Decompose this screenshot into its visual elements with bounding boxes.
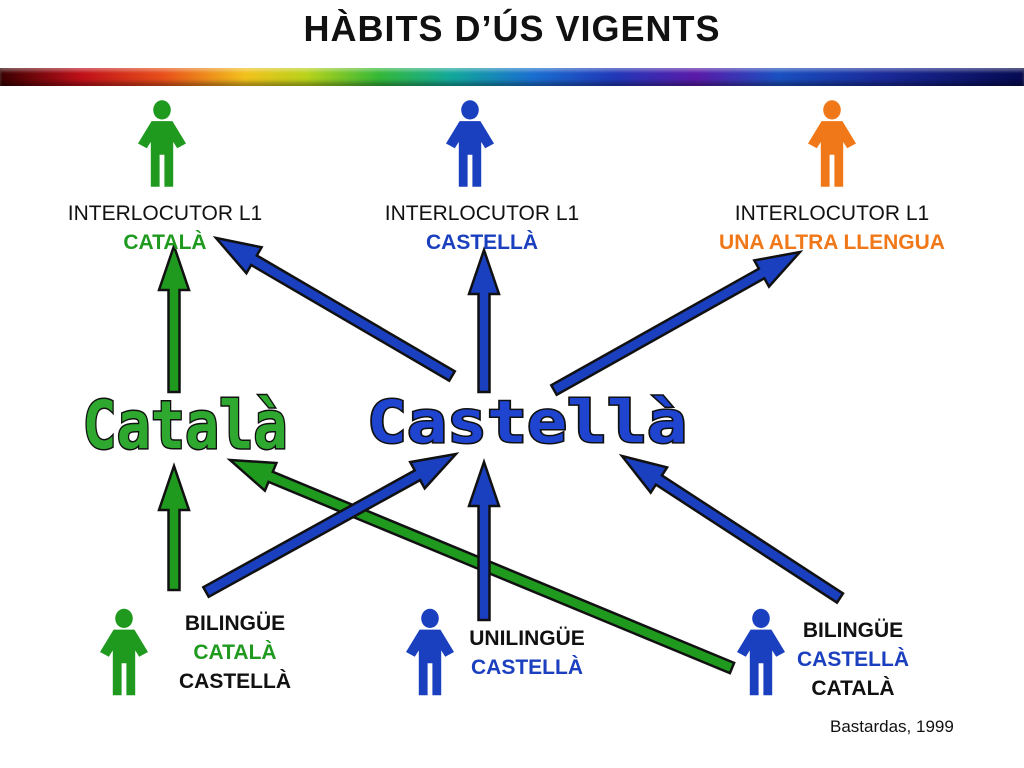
arrow-speaker-catala-to-castella	[201, 452, 460, 599]
speaker-bilingue-castella-line1: BILINGÜE	[802, 619, 904, 642]
source-citation: Bastardas, 1999	[830, 717, 954, 736]
speaker-bilingue-catala-line3: CASTELLÀ	[179, 670, 291, 693]
language-castella: Castellà	[367, 388, 687, 456]
interlocutor-altra-line2: UNA ALTRA LLENGUA	[719, 231, 945, 254]
arrow-speaker-castella-bilingue-to-castella	[618, 453, 845, 605]
interlocutor-castella-line1: INTERLOCUTOR L1	[384, 202, 580, 225]
arrow-speaker-catala-to-catala	[157, 462, 191, 592]
interlocutor-castella-figure-icon	[446, 100, 494, 187]
interlocutor-catala-figure-icon	[138, 100, 186, 187]
interlocutor-altra-label: INTERLOCUTOR L1 UNA ALTRA LLENGUA	[677, 199, 987, 257]
interlocutor-altra-line1: INTERLOCUTOR L1	[734, 202, 930, 225]
speaker-unilingue-castella-line2: CASTELLÀ	[471, 656, 583, 679]
interlocutor-castella-label: INTERLOCUTOR L1 CASTELLÀ	[337, 199, 627, 257]
interlocutor-catala-label: INTERLOCUTOR L1 CATALÀ	[20, 199, 310, 257]
arrow-castella-to-interlocutor-castella	[467, 246, 501, 394]
arrow-catala-to-interlocutor-catala	[157, 242, 191, 394]
arrow-layer	[157, 236, 845, 675]
interlocutor-castella-line2: CASTELLÀ	[426, 231, 538, 254]
interlocutor-catala-line2: CATALÀ	[123, 231, 207, 254]
speaker-bilingue-catala-label: BILINGÜE CATALÀ CASTELLÀ	[150, 609, 320, 696]
interlocutor-altra-figure-icon	[808, 100, 856, 187]
speaker-unilingue-castella-label: UNILINGÜE CASTELLÀ	[442, 624, 612, 682]
speaker-bilingue-castella-line2: CASTELLÀ	[797, 648, 909, 671]
speaker-bilingue-castella-line3: CATALÀ	[811, 677, 895, 700]
speaker-bilingue-castella-label: BILINGÜE CASTELLÀ CATALÀ	[768, 616, 938, 703]
speaker-bilingue-catala-line1: BILINGÜE	[184, 612, 286, 635]
rainbow-divider	[0, 68, 1024, 86]
arrow-castella-to-interlocutor-catala	[212, 236, 457, 383]
speaker-unilingue-castella-line1: UNILINGÜE	[469, 627, 585, 650]
arrow-speaker-unilingue-to-castella	[467, 458, 501, 622]
language-catala: Català	[83, 387, 288, 464]
page-title: HÀBITS D’ÚS VIGENTS	[303, 8, 721, 49]
arrow-castella-to-interlocutor-altra	[549, 250, 804, 397]
interlocutor-catala-line1: INTERLOCUTOR L1	[67, 202, 263, 225]
speaker-bilingue-catala-line2: CATALÀ	[193, 641, 277, 664]
speaker-bilingue-catala-figure-icon	[100, 608, 148, 696]
